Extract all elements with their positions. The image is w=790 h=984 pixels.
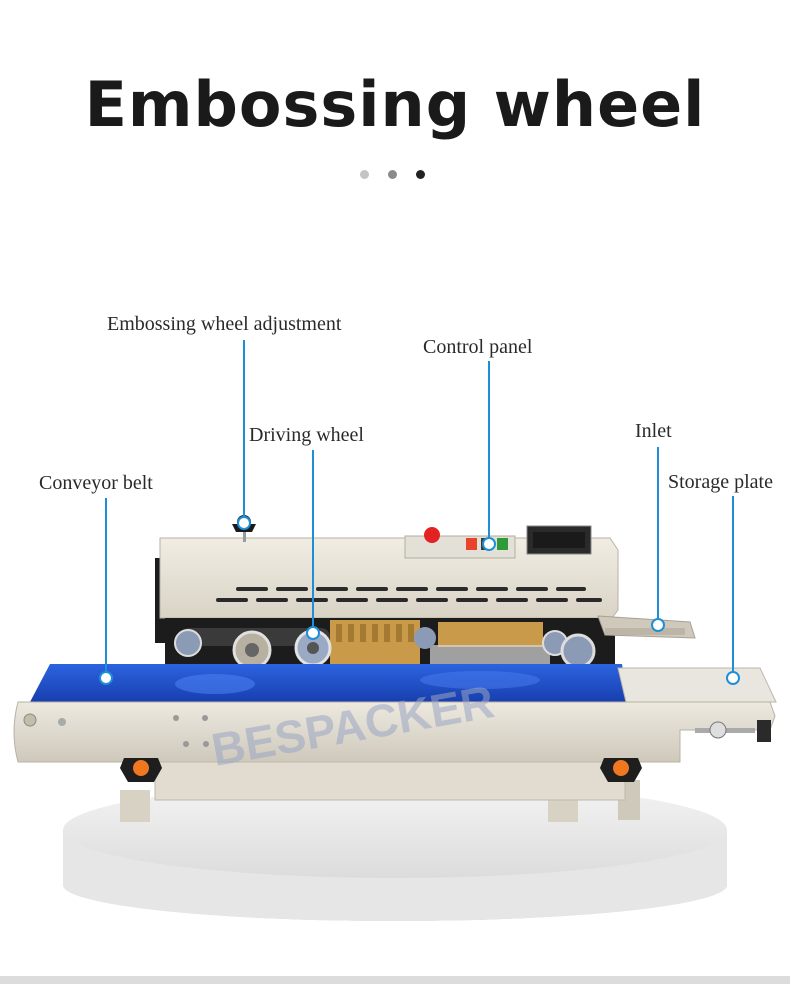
label-conveyor-belt: Conveyor belt: [39, 472, 153, 494]
carousel-dot-active[interactable]: [416, 170, 425, 179]
label-control-panel: Control panel: [423, 336, 533, 358]
callout-marker[interactable]: [726, 671, 740, 685]
carousel-dot[interactable]: [360, 170, 369, 179]
label-embossing-wheel-adjustment: Embossing wheel adjustment: [107, 313, 342, 335]
label-driving-wheel: Driving wheel: [249, 424, 364, 446]
leader-line: [243, 340, 245, 518]
footer-divider: [0, 976, 790, 984]
page-title: Embossing wheel: [84, 68, 706, 141]
callout-marker[interactable]: [237, 516, 251, 530]
callout-marker[interactable]: [99, 671, 113, 685]
label-storage-plate: Storage plate: [668, 471, 773, 493]
label-inlet: Inlet: [635, 420, 672, 442]
band-sealer-machine-image: BESPACKER: [13, 515, 777, 921]
callout-marker[interactable]: [306, 626, 320, 640]
callout-marker[interactable]: [482, 537, 496, 551]
carousel-dots: [360, 170, 430, 180]
leader-line: [105, 498, 107, 673]
callout-marker[interactable]: [651, 618, 665, 632]
leader-line: [312, 450, 314, 628]
leader-line: [732, 496, 734, 673]
carousel-dot[interactable]: [388, 170, 397, 179]
leader-line: [657, 447, 659, 622]
leader-line: [488, 361, 490, 539]
